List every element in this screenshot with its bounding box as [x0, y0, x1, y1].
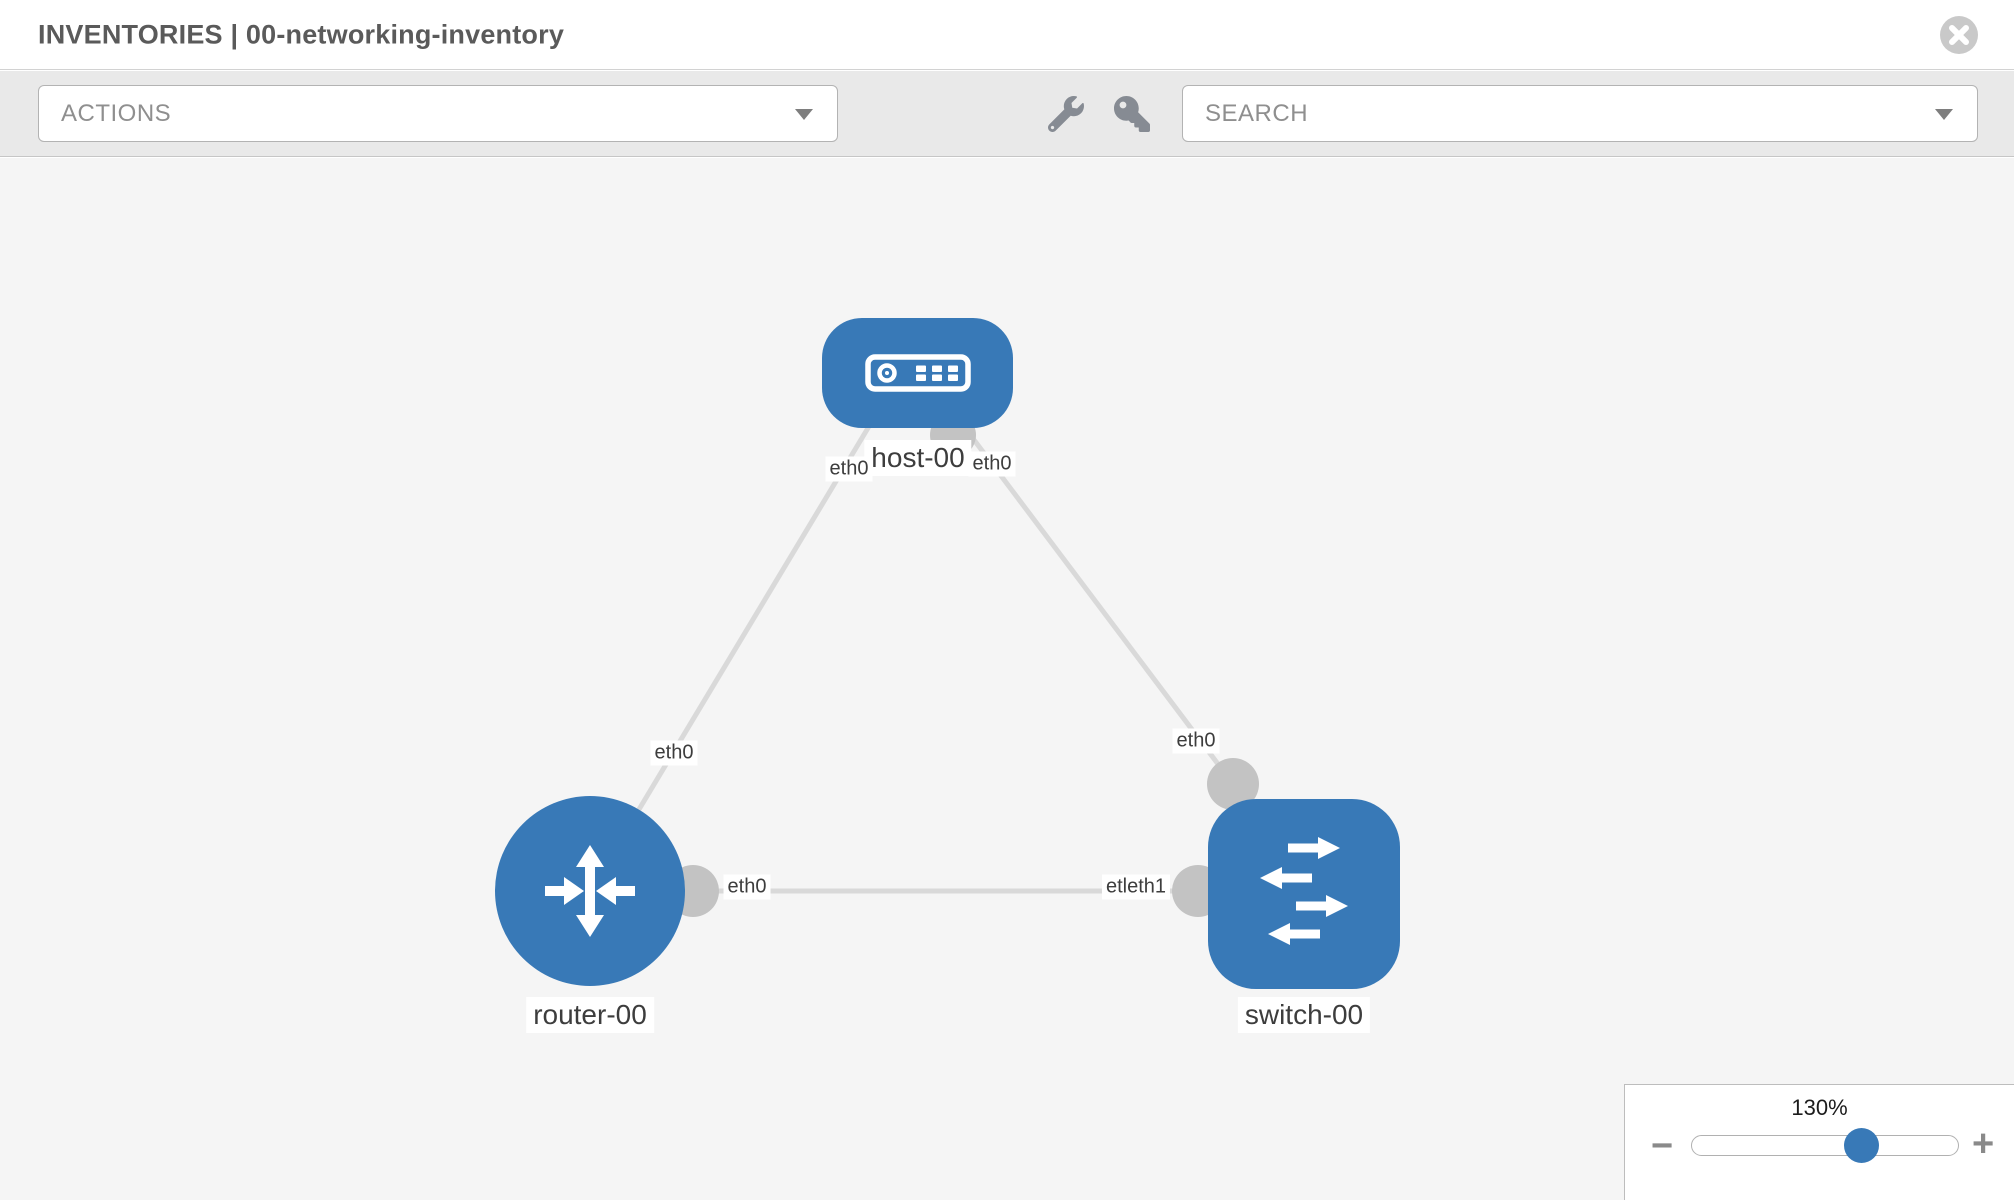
close-button[interactable] [1940, 16, 1978, 54]
zoom-slider[interactable] [1691, 1127, 1959, 1163]
key-icon [1114, 95, 1150, 132]
credentials-button[interactable] [1114, 95, 1150, 132]
router-icon [545, 845, 635, 937]
search-placeholder: SEARCH [1205, 99, 1309, 127]
zoom-out-button[interactable]: − [1651, 1125, 1674, 1167]
interface-label-switch-eth1: etleth1 [1101, 874, 1171, 900]
zoom-level: 130% [1791, 1095, 1848, 1120]
wrench-icon [1047, 95, 1084, 132]
node-router[interactable] [495, 796, 685, 986]
interface-label-host-eth0-left: eth0 [825, 456, 873, 482]
zoom-in-button[interactable]: + [1972, 1123, 1995, 1165]
node-label-host: host-00 [864, 440, 972, 476]
node-host[interactable] [822, 318, 1013, 428]
actions-dropdown[interactable]: ACTIONS [38, 85, 838, 142]
switch-icon [1260, 837, 1348, 945]
interface-label-router-eth0: eth0 [723, 874, 771, 900]
endpoint-switch-topleft [1207, 758, 1259, 810]
actions-dropdown-label: ACTIONS [61, 99, 172, 127]
configure-button[interactable] [1047, 95, 1084, 132]
zoom-controls: − + [1625, 1123, 2014, 1167]
header: INVENTORIES | 00-networking-inventory [0, 0, 2014, 70]
chevron-down-icon [795, 108, 813, 120]
interface-label-router-eth0-uplink: eth0 [650, 740, 698, 766]
toolbar: ACTIONS SEARCH [0, 71, 2014, 157]
interface-label-switch-eth0-uplink: eth0 [1172, 728, 1220, 754]
zoom-slider-handle[interactable] [1844, 1127, 1880, 1163]
chevron-down-icon [1935, 108, 1953, 120]
topology-canvas[interactable]: host-00 router-00 switch-00 eth0 eth0 et… [0, 158, 2014, 1200]
close-icon [1949, 25, 1969, 45]
host-icon [865, 354, 971, 392]
zoom-panel: 130% − + [1624, 1084, 2014, 1200]
node-label-switch: switch-00 [1237, 997, 1371, 1033]
node-label-router: router-00 [526, 997, 654, 1033]
interface-label-host-eth0-right: eth0 [968, 451, 1016, 477]
page-title: INVENTORIES | 00-networking-inventory [38, 19, 565, 49]
search-dropdown[interactable]: SEARCH [1182, 85, 1978, 142]
node-switch[interactable] [1208, 799, 1400, 989]
